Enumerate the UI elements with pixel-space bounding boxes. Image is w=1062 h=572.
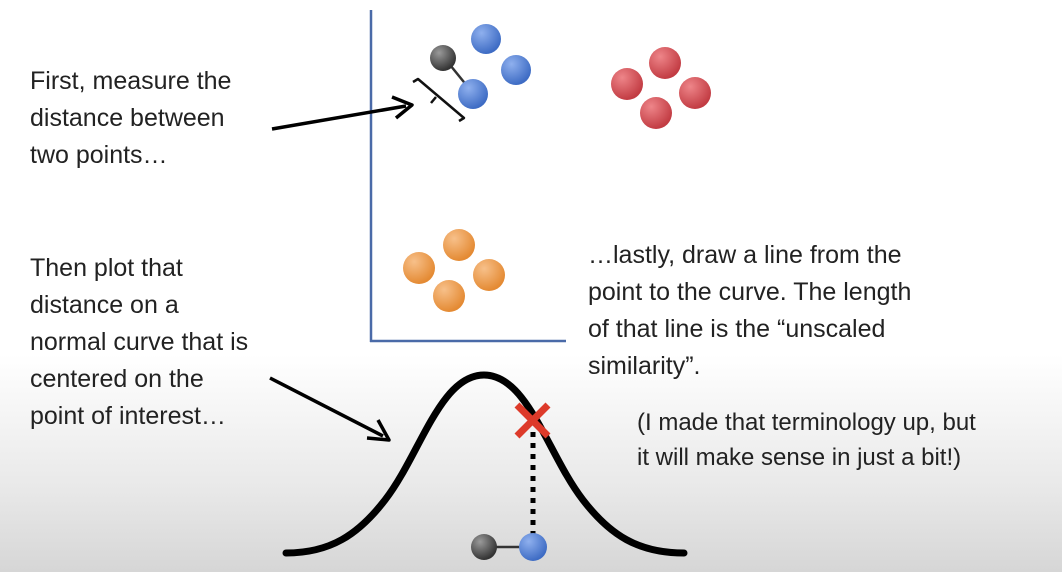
bottom-blue-point — [519, 533, 547, 561]
blue-point — [501, 55, 531, 85]
red-point — [611, 68, 643, 100]
annotation-line: of that line is the “unscaled — [588, 315, 886, 343]
blue-point — [458, 79, 488, 109]
red-point — [640, 97, 672, 129]
annotation-line: it will make sense in just a bit!) — [637, 444, 962, 471]
annotation-line: centered on the — [30, 365, 204, 393]
orange-point — [473, 259, 505, 291]
red-point — [679, 77, 711, 109]
annotation-line: distance between — [30, 104, 225, 132]
annotation-line: point of interest… — [30, 402, 226, 430]
lastly-annotation: …lastly, draw a line from the point to t… — [588, 237, 911, 385]
annotation-line: …lastly, draw a line from the — [588, 241, 902, 269]
red-point — [649, 47, 681, 79]
annotation-line: distance on a — [30, 291, 179, 319]
scatter-axes — [369, 10, 566, 343]
annotation-line: two points… — [30, 141, 168, 169]
normal-curve — [282, 371, 688, 557]
annotation-line: point to the curve. The length — [588, 278, 912, 306]
plot-annotation: Then plot that distance on a normal curv… — [30, 250, 248, 435]
interest-point — [430, 45, 456, 71]
red-cluster — [611, 47, 711, 129]
blue-point — [471, 24, 501, 54]
bottom-interest-point — [471, 534, 497, 560]
arrow-icon — [271, 95, 414, 131]
measure-annotation: First, measure the distance between two … — [30, 63, 231, 174]
annotation-line: First, measure the — [30, 67, 232, 95]
cross-icon — [514, 402, 551, 439]
terminology-note: (I made that terminology up, but it will… — [637, 405, 976, 475]
annotation-line: similarity”. — [588, 352, 701, 380]
annotation-line: Then plot that — [30, 254, 183, 282]
annotation-line: normal curve that is — [30, 328, 249, 356]
arrow-icon — [269, 376, 391, 442]
orange-point — [443, 229, 475, 261]
orange-cluster — [403, 229, 505, 312]
blue-cluster — [458, 24, 531, 109]
annotation-line: (I made that terminology up, but — [637, 409, 976, 436]
orange-point — [403, 252, 435, 284]
orange-point — [433, 280, 465, 312]
bracket-icon — [412, 77, 466, 123]
